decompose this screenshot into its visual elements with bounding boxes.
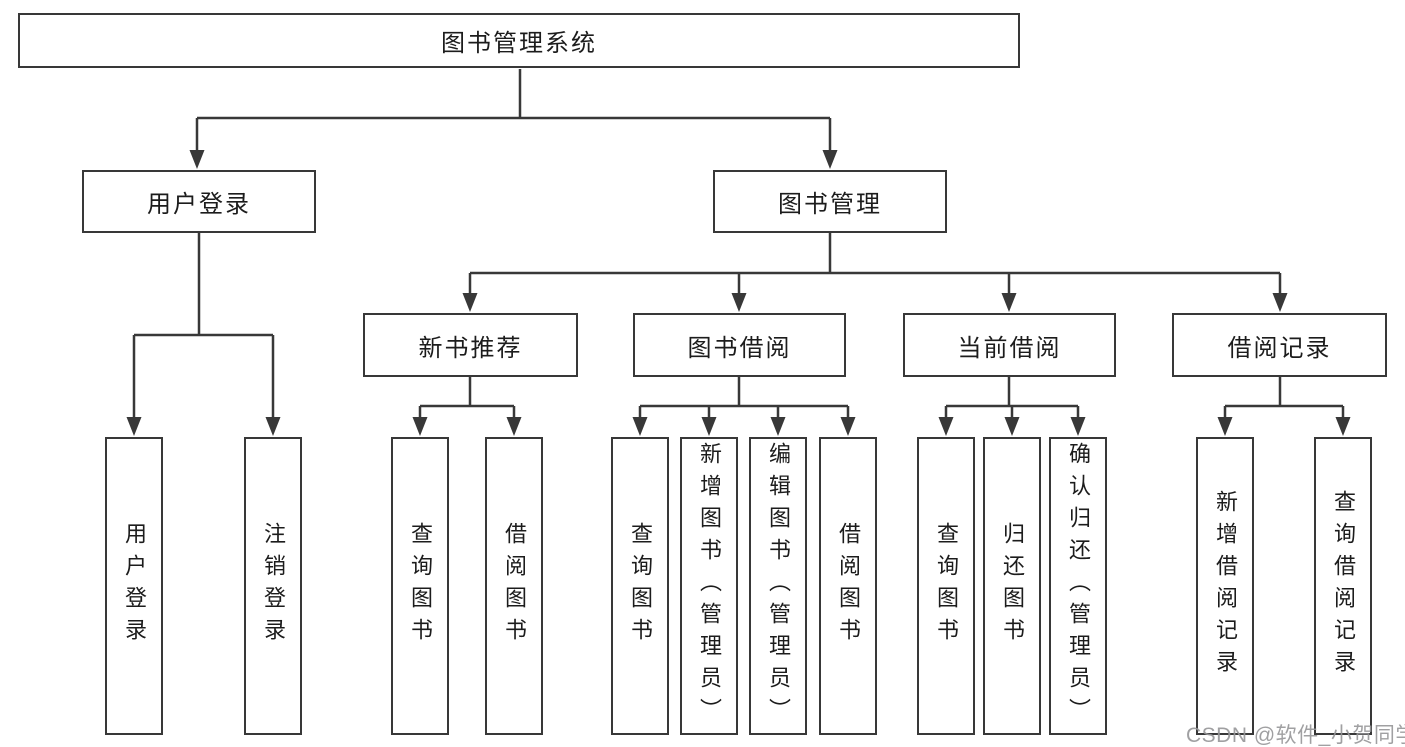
node-label: 查询借阅记录 bbox=[1331, 490, 1356, 682]
node-label: 用户登录 bbox=[122, 522, 147, 650]
node-label: 当前借阅 bbox=[957, 334, 1062, 362]
leaf-logout: 注销登录 bbox=[244, 437, 302, 735]
csdn-watermark: CSDN @软件_小贺同学 bbox=[1186, 724, 1405, 747]
node-label: 图书管理 bbox=[778, 191, 882, 218]
node-label: 用户登录 bbox=[147, 191, 251, 218]
leaf-user-login: 用户登录 bbox=[105, 437, 163, 735]
leaf-query-books-recommend: 查询图书 bbox=[391, 437, 449, 735]
leaf-borrow-books-recommend: 借阅图书 bbox=[485, 437, 543, 735]
leaf-query-books-current: 查询图书 bbox=[917, 437, 975, 735]
node-label: 新增图书（管理员） bbox=[697, 442, 722, 730]
node-label: 归还图书 bbox=[1000, 522, 1025, 650]
node-user-login-branch: 用户登录 bbox=[82, 170, 316, 233]
node-label: 查询图书 bbox=[934, 522, 959, 650]
leaf-add-books-admin: 新增图书（管理员） bbox=[680, 437, 738, 735]
leaf-confirm-return-admin: 确认归还（管理员） bbox=[1049, 437, 1107, 735]
node-label: 查询图书 bbox=[408, 522, 433, 650]
leaf-return-books: 归还图书 bbox=[983, 437, 1041, 735]
node-library-management-system: 图书管理系统 bbox=[18, 13, 1020, 68]
node-book-management-branch: 图书管理 bbox=[713, 170, 947, 233]
leaf-query-borrow-record: 查询借阅记录 bbox=[1314, 437, 1372, 735]
node-current-borrowing: 当前借阅 bbox=[903, 313, 1116, 377]
leaf-edit-books-admin: 编辑图书（管理员） bbox=[749, 437, 807, 735]
node-label: 借阅图书 bbox=[836, 522, 861, 650]
node-label: 借阅记录 bbox=[1227, 334, 1332, 362]
node-book-borrowing: 图书借阅 bbox=[633, 313, 846, 377]
leaf-add-borrow-record: 新增借阅记录 bbox=[1196, 437, 1254, 735]
node-label: 注销登录 bbox=[261, 522, 286, 650]
node-label: 确认归还（管理员） bbox=[1066, 442, 1091, 730]
node-label: 查询图书 bbox=[628, 522, 653, 650]
leaf-query-books-borrowing: 查询图书 bbox=[611, 437, 669, 735]
node-label: 新增借阅记录 bbox=[1213, 490, 1238, 682]
node-new-book-recommend: 新书推荐 bbox=[363, 313, 578, 377]
leaf-borrow-books: 借阅图书 bbox=[819, 437, 877, 735]
node-label: 编辑图书（管理员） bbox=[766, 442, 791, 730]
node-borrowing-records: 借阅记录 bbox=[1172, 313, 1387, 377]
node-label: 借阅图书 bbox=[502, 522, 527, 650]
node-label: 图书管理系统 bbox=[441, 30, 597, 57]
node-label: 新书推荐 bbox=[418, 334, 523, 362]
node-label: 图书借阅 bbox=[687, 334, 792, 362]
